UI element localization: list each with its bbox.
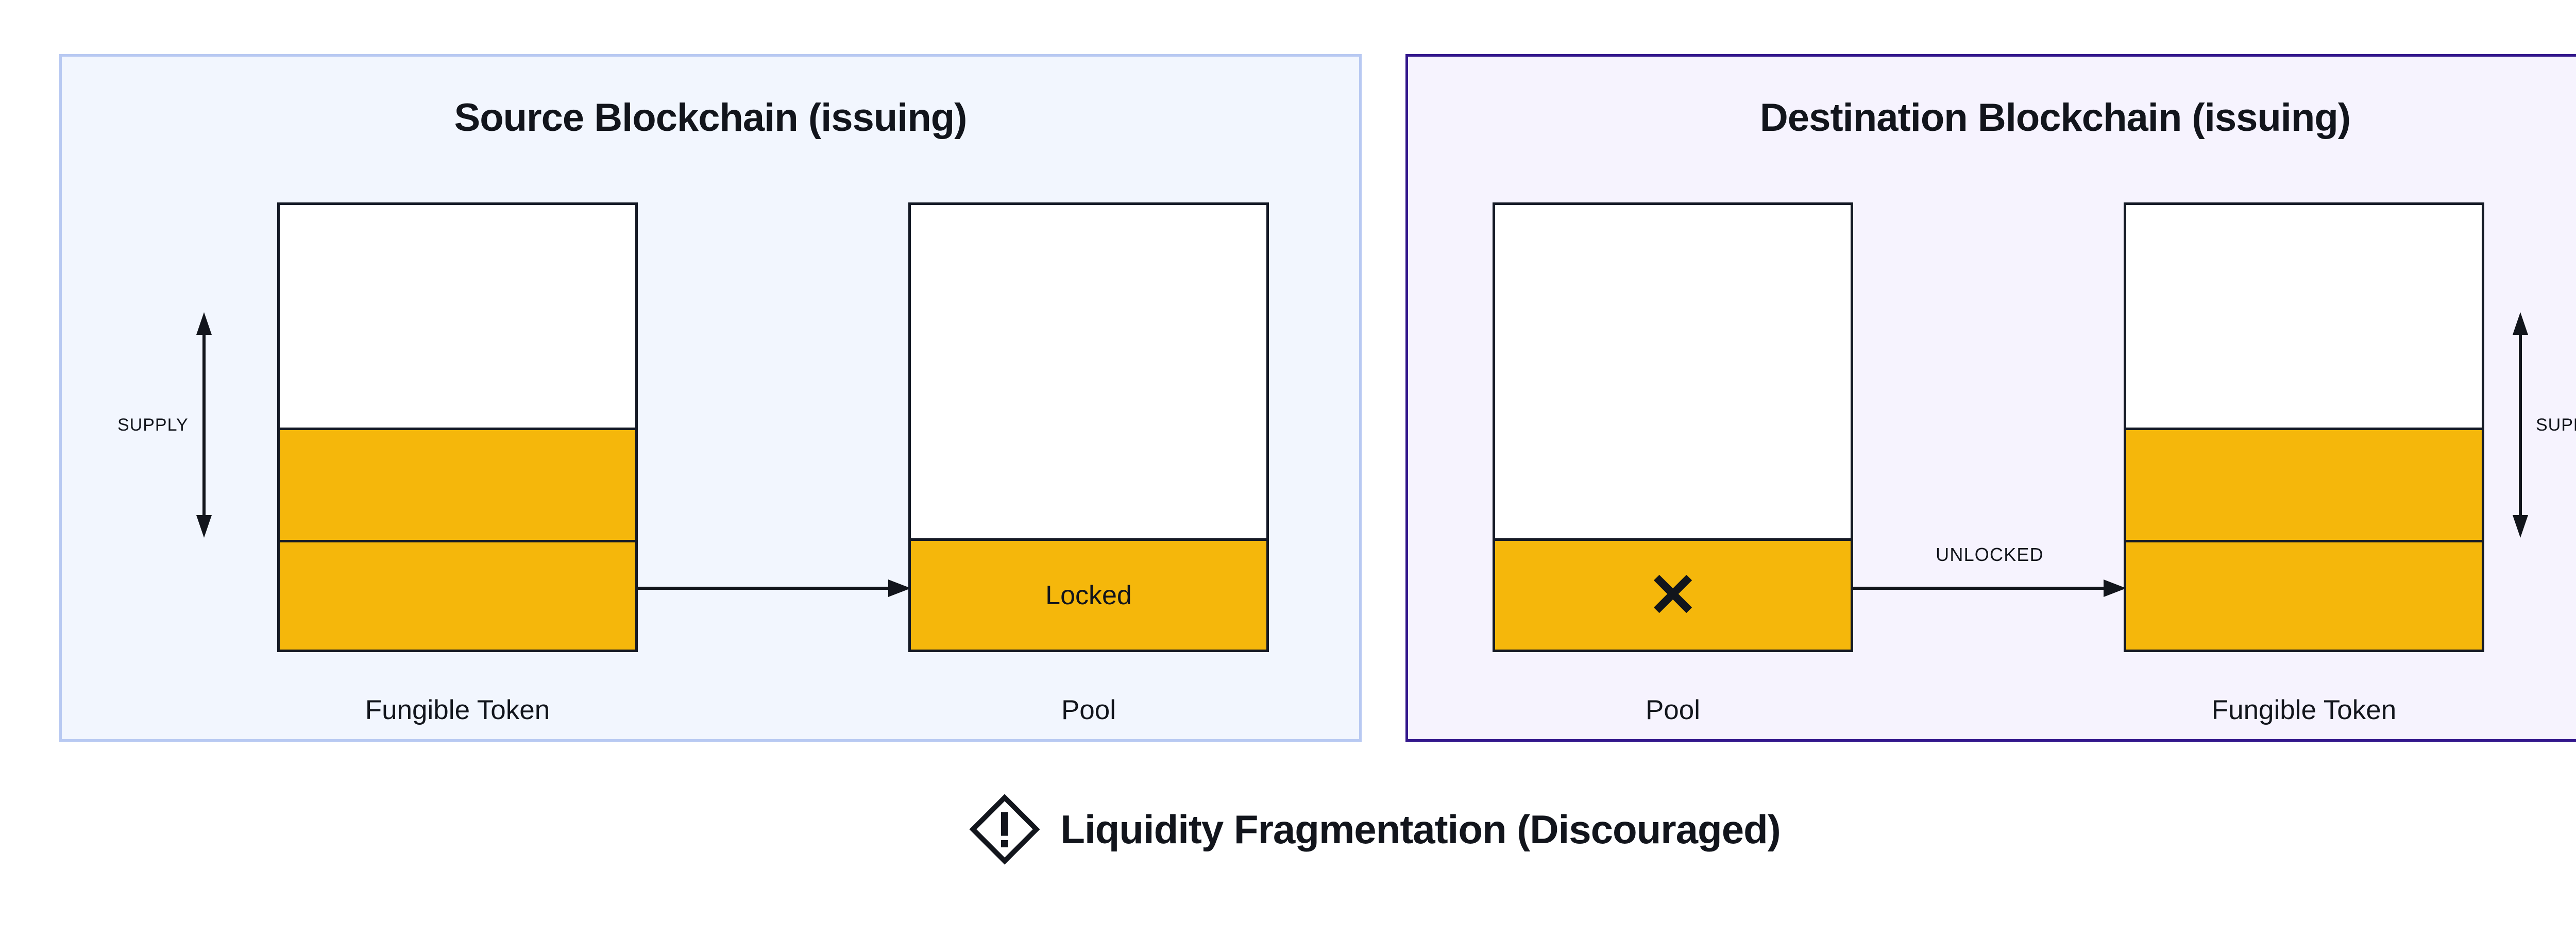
warning-diamond-icon	[969, 794, 1040, 865]
column-source-pool: Locked Pool	[908, 202, 1269, 725]
destination-pool-cross-icon: ✕	[1647, 561, 1699, 629]
destination-pool-caption: Pool	[1645, 695, 1701, 725]
arrow-right-icon	[638, 579, 911, 597]
destination-supply-label: SUPPLY	[2536, 415, 2576, 435]
source-pool-fill: Locked	[911, 538, 1266, 650]
column-destination-pool: ✕ Pool	[1493, 202, 1853, 725]
source-flow-arrow	[638, 578, 911, 599]
arrow-right-icon	[1853, 579, 2126, 597]
destination-pool-box: ✕	[1493, 202, 1853, 652]
column-destination-fungible-token: Fungible Token	[2124, 202, 2484, 725]
source-fungible-token-box	[277, 202, 638, 652]
supply-double-arrow-icon	[2513, 312, 2528, 538]
source-supply-label: SUPPLY	[117, 415, 189, 435]
destination-fungible-token-box	[2124, 202, 2484, 652]
source-pool-box: Locked	[908, 202, 1269, 652]
destination-supply-indicator: SUPPLY	[2505, 312, 2576, 538]
source-pool-locked-label: Locked	[1045, 580, 1132, 610]
column-source-fungible-token: Fungible Token	[277, 202, 638, 725]
source-fungible-token-caption: Fungible Token	[365, 695, 550, 725]
destination-pool-fill: ✕	[1495, 538, 1851, 650]
destination-fungible-token-caption: Fungible Token	[2211, 695, 2397, 725]
source-fungible-token-fill	[280, 427, 635, 650]
supply-double-arrow-icon	[196, 312, 212, 538]
footer-text: Liquidity Fragmentation (Discouraged)	[1060, 806, 1781, 852]
destination-flow-label: UNLOCKED	[1936, 544, 2044, 565]
source-supply-indicator: SUPPLY	[117, 312, 219, 538]
destination-flow-arrow: UNLOCKED	[1853, 544, 2126, 599]
destination-fungible-token-fill	[2126, 427, 2482, 650]
source-pool-caption: Pool	[1061, 695, 1116, 725]
panel-destination-title: Destination Blockchain (issuing)	[1759, 96, 2351, 140]
panel-source-title: Source Blockchain (issuing)	[454, 96, 968, 140]
footer-note: Liquidity Fragmentation (Discouraged)	[0, 793, 2576, 865]
